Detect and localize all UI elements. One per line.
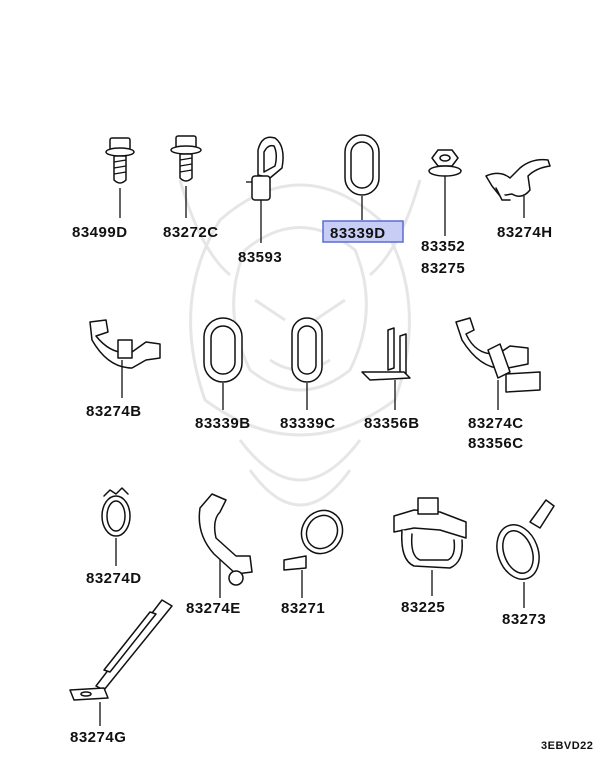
part-label-83339b[interactable]: 83339B (195, 415, 251, 432)
part-label-83274b[interactable]: 83274B (86, 403, 142, 420)
part-label-83274e[interactable]: 83274E (186, 600, 241, 617)
part-83271-icon (283, 509, 344, 598)
part-label-83272c[interactable]: 83272C (163, 224, 219, 241)
part-83274d-icon (101, 487, 131, 566)
part-label-83352[interactable]: 83352 (421, 238, 465, 255)
part-label-83499d[interactable]: 83499D (72, 224, 128, 241)
part-83352-icon (428, 149, 462, 236)
part-label-83339d[interactable]: 83339D (330, 225, 386, 242)
part-83356b-icon (361, 327, 411, 410)
part-labels: 83499D 83272C 83593 83339D 83352 83275 8… (70, 220, 593, 752)
part-83593-icon (246, 136, 284, 243)
part-label-83356c[interactable]: 83356C (468, 435, 524, 452)
part-label-83274g[interactable]: 83274G (70, 729, 126, 746)
part-83274g-icon (69, 599, 173, 726)
part-83273-icon (496, 499, 555, 608)
part-label-83274h[interactable]: 83274H (497, 224, 553, 241)
diagram-code: 3EBVD22 (541, 740, 593, 752)
part-83274b-icon (89, 319, 161, 398)
part-label-83275[interactable]: 83275 (421, 260, 465, 277)
highlight-box (322, 220, 404, 243)
part-label-83225[interactable]: 83225 (401, 599, 445, 616)
part-83499d-icon (105, 137, 135, 218)
part-83274e-icon (198, 493, 253, 598)
part-83272c-icon (170, 135, 202, 218)
part-83339c-icon (291, 317, 323, 410)
part-label-83274c[interactable]: 83274C (468, 415, 524, 432)
part-label-83339c[interactable]: 83339C (280, 415, 336, 432)
part-label-83271[interactable]: 83271 (281, 600, 325, 617)
part-83274c-icon (455, 317, 541, 410)
part-83339d-icon (344, 134, 380, 220)
part-83225-icon (393, 497, 467, 596)
part-label-83356b[interactable]: 83356B (364, 415, 420, 432)
part-83339b-icon (203, 317, 243, 410)
part-label-83273[interactable]: 83273 (502, 611, 546, 628)
part-label-83593[interactable]: 83593 (238, 249, 282, 266)
part-label-83274d[interactable]: 83274D (86, 570, 142, 587)
part-83274h-icon (485, 158, 551, 218)
